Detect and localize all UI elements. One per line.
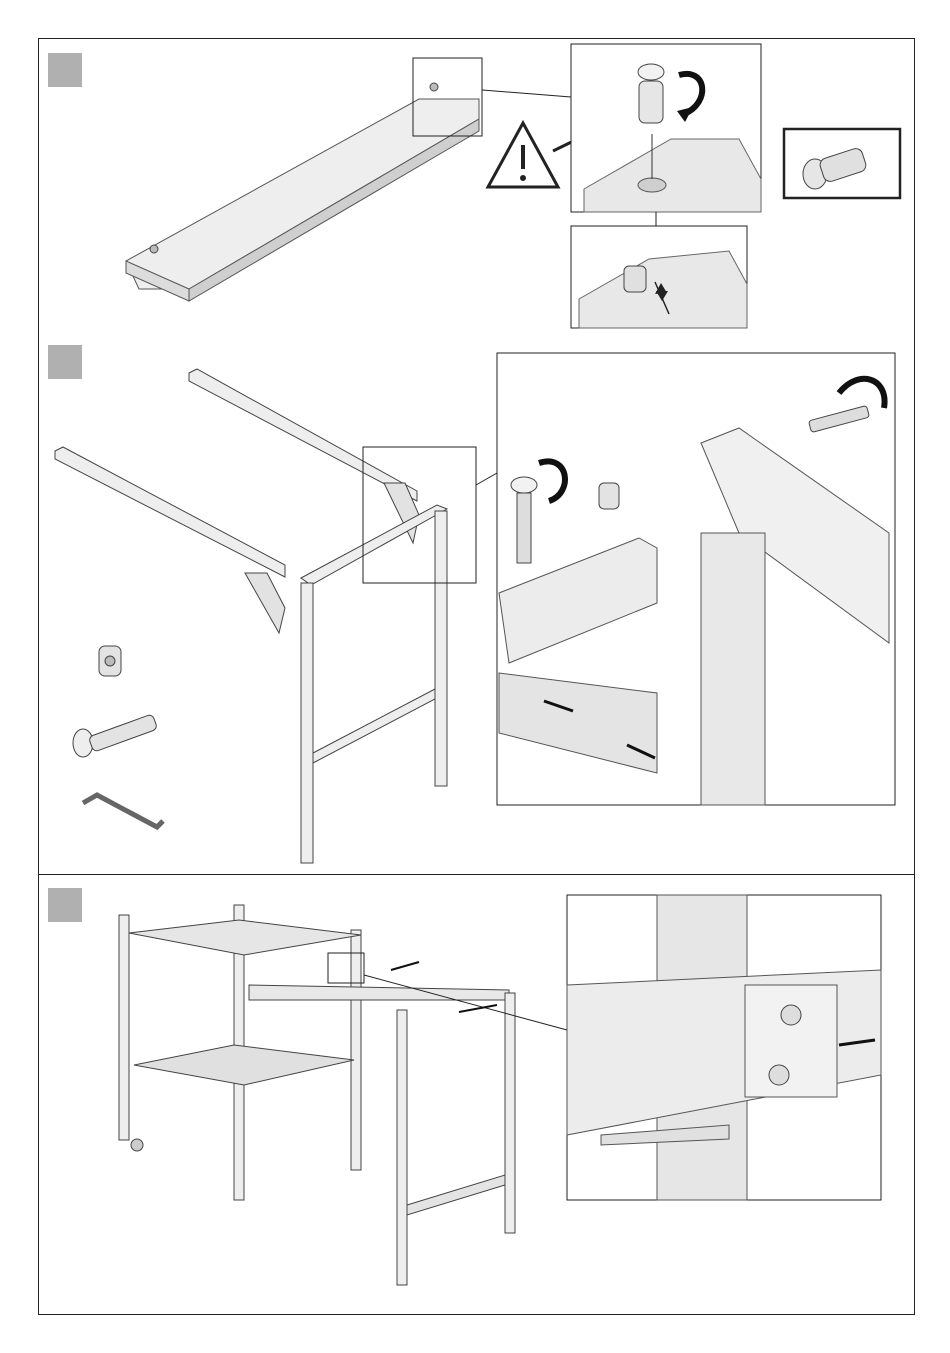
cart-frame — [119, 905, 515, 1285]
zoom-leader — [476, 473, 497, 485]
detail-box-frame-joint — [497, 353, 895, 805]
step-3-panel — [38, 875, 915, 1315]
detail-box-depth — [571, 226, 747, 328]
step-1-illustration — [39, 39, 914, 333]
detail-box-rail-joint — [567, 895, 881, 1200]
shelf-board — [126, 99, 479, 301]
step-1-panel — [38, 38, 915, 334]
step-2-panel — [38, 333, 915, 875]
barrel-nut — [599, 483, 619, 509]
barrel-nut-icon — [99, 646, 121, 676]
screw-part-icon — [784, 129, 900, 198]
zoom-leader — [364, 975, 567, 1030]
detail-box-insert — [571, 44, 761, 212]
step-3-illustration — [39, 875, 914, 1314]
allen-key-icon — [83, 795, 163, 827]
side-frame — [301, 505, 447, 863]
zoom-leader — [482, 90, 571, 97]
bolt-icon — [73, 714, 158, 757]
push-arrow-icon — [391, 962, 419, 970]
cam-bolt — [638, 64, 664, 123]
step-2-illustration — [39, 333, 914, 874]
upper-arm-rails — [55, 369, 419, 633]
warning-triangle-icon — [485, 123, 558, 187]
